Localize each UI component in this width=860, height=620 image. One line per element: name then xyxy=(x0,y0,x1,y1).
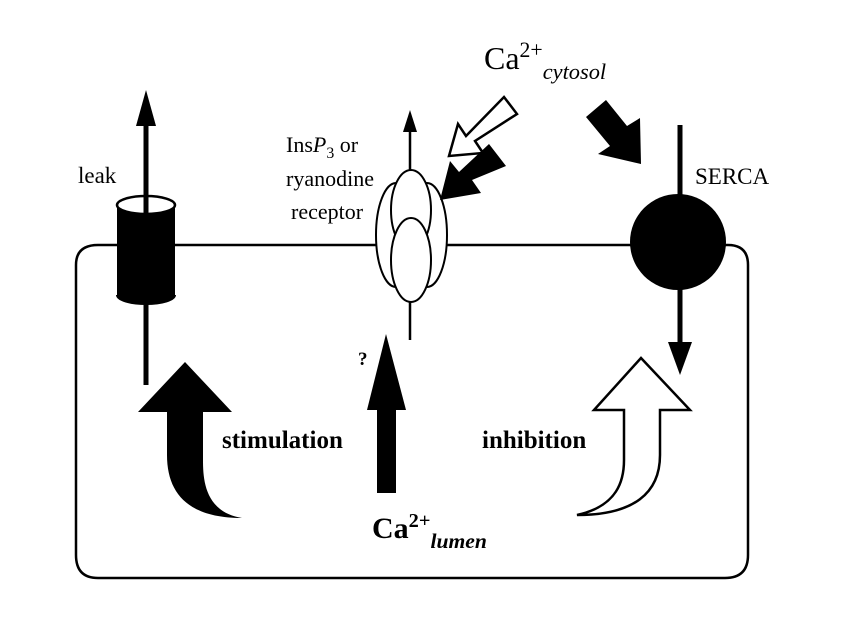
ca-cytosol-base: Ca xyxy=(484,40,520,76)
stimulation-label: stimulation xyxy=(222,427,343,454)
receptor-channel xyxy=(375,110,448,340)
cytosol-to-receptor-white-arrow xyxy=(447,95,519,158)
er-compartment xyxy=(74,243,750,580)
inhibition-label: inhibition xyxy=(482,427,587,454)
receptor-label-p: P xyxy=(312,132,327,157)
ca-lumen-base: Ca xyxy=(372,512,409,545)
leak-channel xyxy=(115,90,177,385)
receptor-label-line1: InsP3 or xyxy=(286,132,359,161)
ca-cytosol-sub: cytosol xyxy=(542,59,607,85)
cytosol-to-serca-arrow xyxy=(586,100,641,164)
ca-lumen-sub: lumen xyxy=(430,528,487,553)
receptor-label-ins: Ins xyxy=(286,132,313,157)
receptor-label-line2: ryanodine xyxy=(286,166,374,191)
cytosol-to-receptor-black-arrow xyxy=(440,144,506,200)
ca-lumen-sup: 2+ xyxy=(408,509,431,532)
stimulation-arrow xyxy=(138,362,242,518)
ca-cytosol-sup: 2+ xyxy=(519,38,543,63)
serca-pump xyxy=(630,125,726,375)
receptor-label-line3: receptor xyxy=(291,199,364,224)
ca-cytosol-label: Ca2+cytosol xyxy=(484,39,606,83)
leak-label: leak xyxy=(78,163,117,188)
inhibition-arrow xyxy=(576,356,693,517)
receptor-label-or: or xyxy=(334,132,359,157)
serca-label: SERCA xyxy=(695,164,770,189)
question-mark: ? xyxy=(358,349,368,370)
lumen-to-receptor-arrow xyxy=(367,334,406,493)
receptor-label-sub: 3 xyxy=(326,144,335,162)
ca-lumen-label: Ca2+lumen xyxy=(372,511,487,552)
leak-arrow-head xyxy=(136,90,156,126)
